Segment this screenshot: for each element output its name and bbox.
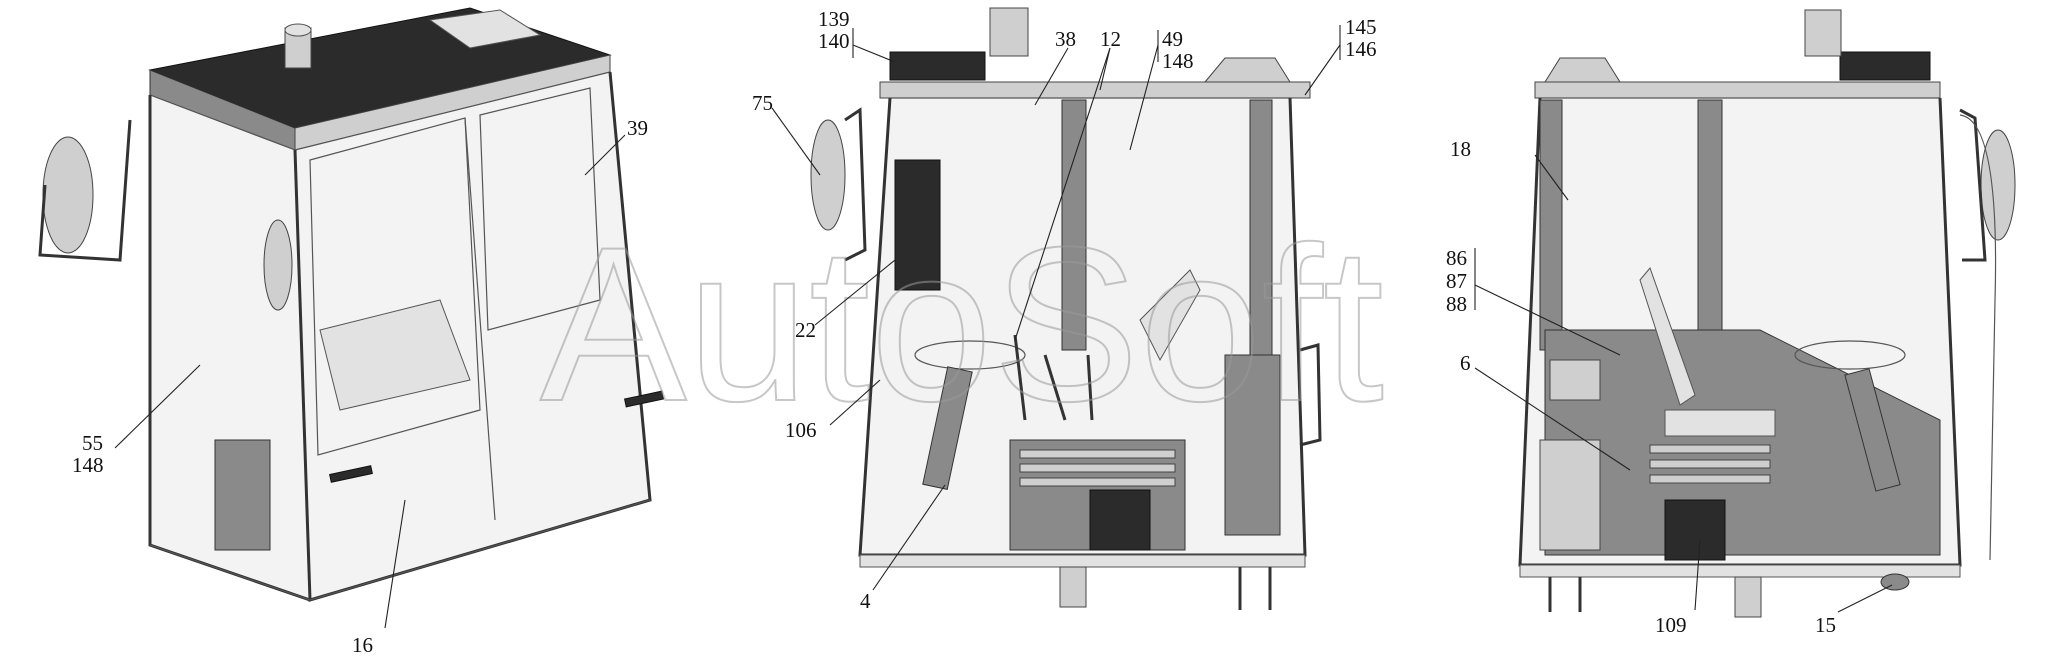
- callout-109: 109: [1655, 613, 1687, 637]
- mount-bracket: [1734, 576, 1762, 618]
- callout-55: 55: [82, 431, 103, 455]
- watermark: AutoSoft: [540, 201, 1384, 447]
- inner-mirror: [263, 219, 293, 311]
- callout-140: 140: [818, 29, 850, 53]
- lever-2: [1043, 354, 1067, 421]
- control-box-panel: [1089, 489, 1151, 551]
- callout-106: 106: [785, 418, 817, 442]
- control-fins: [1019, 449, 1176, 487]
- callout-16: 16: [352, 633, 373, 657]
- seat-back: [1139, 269, 1201, 362]
- seat-cushion: [1664, 409, 1776, 437]
- heater-fins: [1649, 444, 1771, 484]
- battery-box: [1664, 499, 1726, 561]
- mount-bracket: [1059, 566, 1087, 608]
- side-box: [1549, 359, 1601, 401]
- cab-isometric-view: [38, 7, 665, 602]
- roof-right-block: [1839, 51, 1931, 81]
- callout-38: 38: [1055, 27, 1076, 51]
- callout-6: 6: [1460, 351, 1471, 375]
- callout-146: 146: [1345, 37, 1377, 61]
- cab-front-view: [810, 7, 1322, 610]
- mirror-arm: [844, 107, 867, 262]
- beacon: [989, 7, 1029, 57]
- seat-back: [1639, 267, 1696, 406]
- lever-1: [1013, 334, 1027, 421]
- center-pillar: [1061, 99, 1087, 351]
- bottom-fitting: [1880, 573, 1910, 591]
- right-handle: [1299, 343, 1322, 447]
- heater-unit: [894, 159, 941, 291]
- side-edge: [1959, 114, 1997, 561]
- door-handle: [329, 465, 373, 483]
- callout-22: 22: [795, 318, 816, 342]
- door-glass: [309, 117, 481, 456]
- interior-box: [214, 439, 271, 551]
- callout-49: 49: [1162, 27, 1183, 51]
- callout-86: 86: [1446, 246, 1467, 270]
- steering-wheel: [1794, 340, 1906, 370]
- callout-18: 18: [1450, 137, 1471, 161]
- roof-lamp: [428, 9, 542, 49]
- floor-edge: [149, 499, 651, 601]
- roof-beam: [1534, 81, 1941, 99]
- left-mirror: [810, 119, 846, 231]
- callout-39: 39: [627, 116, 648, 140]
- roof-left-block: [1544, 57, 1621, 83]
- callout-148-left: 148: [72, 453, 104, 477]
- callout-labels: 139 140 145 146 38 12 49 148 75 39 18 86…: [72, 7, 1836, 657]
- callout-4: 4: [860, 589, 871, 613]
- callout-87: 87: [1446, 269, 1467, 293]
- callout-88: 88: [1446, 292, 1467, 316]
- right-cabinet: [1224, 354, 1281, 536]
- lever-3: [1086, 354, 1094, 421]
- steering-column: [1844, 368, 1901, 492]
- rear-window: [479, 87, 601, 331]
- mirror-arm: [38, 119, 132, 262]
- callout-15: 15: [1815, 613, 1836, 637]
- left-pillar: [1539, 99, 1563, 351]
- side-cabinet: [1539, 439, 1601, 551]
- side-handle: [623, 390, 665, 408]
- right-mirror: [1980, 129, 2016, 241]
- left-mirror: [42, 136, 94, 254]
- callout-145: 145: [1345, 15, 1377, 39]
- roof-left-block: [889, 51, 986, 81]
- beacon-top: [284, 23, 312, 37]
- interior-seat: [319, 299, 471, 411]
- callout-139: 139: [818, 7, 850, 31]
- beacon: [1804, 9, 1842, 57]
- leader-lines: [114, 25, 1893, 629]
- mirror-arm: [1959, 108, 1987, 262]
- cab-rear-view: [1518, 9, 2016, 618]
- callout-12: 12: [1100, 27, 1121, 51]
- roof-right-block: [1203, 57, 1291, 83]
- callout-148-center: 148: [1162, 49, 1194, 73]
- callout-75: 75: [752, 91, 773, 115]
- door-hinge-line: [464, 117, 496, 521]
- steering-wheel: [914, 340, 1026, 370]
- base-plate: [859, 554, 1306, 568]
- steering-column: [922, 366, 973, 490]
